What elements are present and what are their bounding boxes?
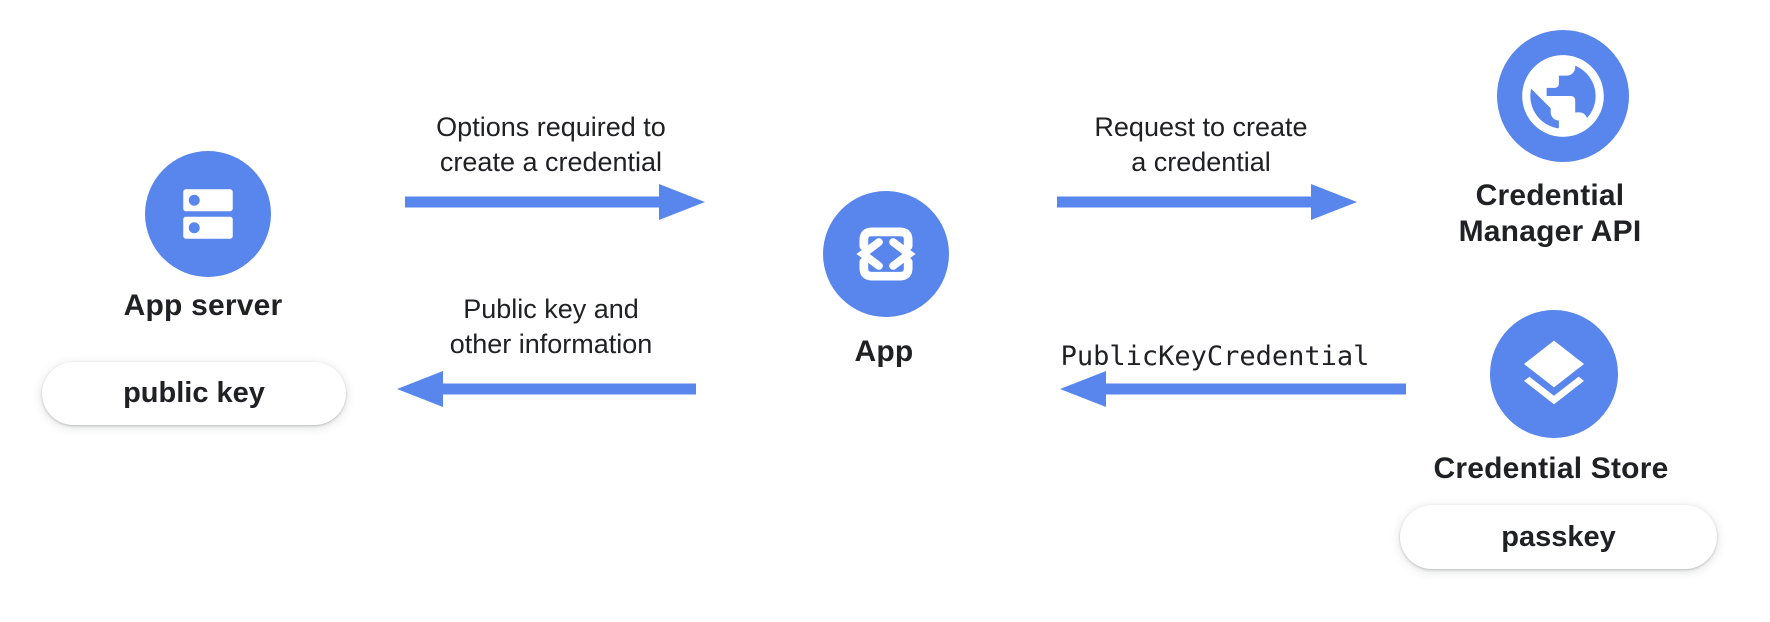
server-icon	[183, 189, 233, 239]
arrowhead-right-icon	[1311, 184, 1357, 220]
arrow-public-key-info-left	[397, 371, 696, 407]
credential-manager-api-label: Credential Manager API	[1458, 179, 1642, 248]
app-server-node	[145, 151, 271, 277]
public-key-badge-text: public key	[123, 377, 265, 409]
app-label: App	[854, 335, 914, 368]
credential-store-node	[1490, 310, 1618, 438]
flow-label-request-create: Request to create a credential	[1094, 112, 1308, 177]
flow-label-publickeycredential: PublicKeyCredential	[1060, 341, 1370, 372]
flow-label-options-required: Options required to create a credential	[436, 112, 666, 177]
arrow-options-required-right	[405, 184, 705, 220]
flow-label-public-key-info: Public key and other information	[449, 294, 653, 359]
arrowhead-right-icon	[659, 184, 705, 220]
globe-icon	[1522, 55, 1604, 137]
credential-manager-api-node	[1497, 30, 1629, 162]
app-node	[823, 191, 949, 317]
arrow-request-create-right	[1057, 184, 1357, 220]
layers-icon	[1524, 340, 1584, 405]
arrow-publickeycredential-left	[1060, 371, 1406, 407]
app-server-label: App server	[123, 289, 283, 322]
arrowhead-left-icon	[397, 371, 443, 407]
passkey-badge: passkey	[1400, 505, 1717, 569]
public-key-badge: public key	[42, 362, 346, 425]
passkey-badge-text: passkey	[1501, 520, 1616, 553]
credential-store-label: Credential Store	[1433, 452, 1669, 485]
arrowhead-left-icon	[1060, 371, 1106, 407]
code-phone-icon	[856, 227, 916, 281]
